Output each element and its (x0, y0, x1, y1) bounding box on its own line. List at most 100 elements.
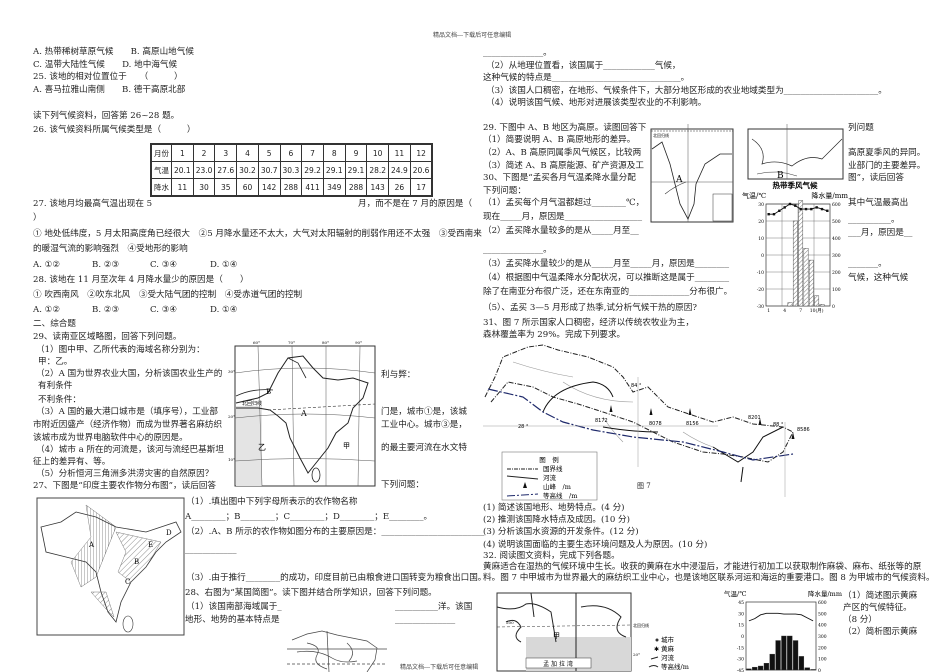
lon-label: 90° (355, 340, 362, 345)
peak-icon (688, 408, 692, 415)
q27-items-1: ① 地处低纬度，5 月太阳高度角已经很大 ②5 月降水量还不太大，大气对太阳辐射… (33, 229, 482, 239)
q29-line: （4）城市 a 所在的河流是，该河与流经巴基斯坦 (36, 445, 224, 455)
table-cell: 4 (236, 143, 259, 162)
table-cell: 11 (171, 178, 194, 197)
precip-bar (775, 640, 781, 671)
q25-options: A. 喜马拉雅山南侧 B. 德干高原北部 (33, 85, 186, 95)
table-cell: 29.1 (344, 161, 368, 179)
table-cell: 28.2 (366, 161, 390, 179)
contour-label: 200 (506, 620, 514, 625)
lon-label: 84 ° (631, 383, 642, 389)
r-q29-right: 其中气温最高出 (848, 198, 909, 208)
q29-line: （1）图中甲、乙所代表的海域名称分别为： (36, 345, 205, 355)
precip-bar (810, 669, 816, 671)
table-cell: 20.1 (171, 161, 194, 179)
row-label: 降水 (150, 178, 172, 197)
q32-right: 产区的气候特征。 (843, 603, 912, 613)
row-label: 气温 (150, 161, 172, 179)
plot-frame (745, 601, 817, 671)
precip-bar (798, 656, 805, 671)
lon-label: 80° (322, 340, 329, 345)
precip-bar (803, 247, 809, 307)
r-q29-right: __________。 (848, 215, 900, 225)
r-q29-right: 气候，这种气候 (848, 273, 909, 283)
q27b-line: ____________ (185, 545, 237, 555)
precip-bar (798, 200, 804, 307)
table-cell: 24.9 (388, 161, 411, 179)
precip-bar (769, 653, 775, 671)
q29-line: （5）分析恒河三角洲多洪涝灾害的自然原因？ (36, 469, 214, 479)
map-label-a: A (300, 409, 307, 418)
x-tick: 4 (783, 308, 786, 314)
temperature-point (794, 204, 797, 207)
row-label: 月份 (150, 143, 172, 162)
y-right-tick: 600 (818, 600, 827, 606)
temperature-point (783, 206, 786, 209)
river-icon (650, 656, 659, 660)
precip-bar (781, 635, 787, 671)
y-right-tick: 0 (832, 304, 835, 310)
q28b-cont-line: （3）该国人口稠密，在地形、气候条件下，大部分地区形成的农业地域类型为_____… (486, 86, 887, 96)
q30-line: （3）孟买降水量较少的是从_____月至_____月，原因是________ (483, 259, 730, 269)
legend-title: 图 例 (539, 455, 559, 464)
peak-elevation: 8201 (748, 415, 761, 421)
table-cell: 2 (192, 143, 216, 162)
q27-option-c: C. ③④ (150, 260, 178, 270)
precip-bar (763, 662, 770, 671)
y-right-label: 降水量/mm (811, 191, 848, 200)
table-cell: 20.6 (409, 161, 433, 179)
q29-line: 甲：乙。 (38, 357, 73, 367)
q27b-line: A________；B________；C________；D________；… (185, 512, 433, 522)
x-tick: 7 (799, 308, 802, 314)
table-cell: 29.1 (322, 161, 346, 179)
q32-text: 黄麻适合在湿热的气候环境中生长。收获的黄麻在水中浸湿后，才能进行初加工以获取制作… (483, 562, 922, 572)
jute-region-map: 北回归线 20° 200 甲 孟 加 拉 湾 城市 ✱ 黄麻 河流 等高线/m (496, 592, 689, 672)
table-cell: 27.6 (214, 161, 238, 179)
q28-items: ① 吹西南风 ②吹东北风 ③受大陆气团的控制 ④受赤道气团的控制 (33, 290, 303, 300)
y-right-tick: 500 (832, 219, 841, 225)
q27b-line: （3）.由于推行________的成功，印度目前已由粮食进口国转变为粮食出口国。 (186, 573, 487, 583)
q27b-line: （1）.填出图中下列字母所表示的农作物名称 (186, 497, 358, 507)
table-cell: 411 (301, 178, 324, 197)
lat-label: 28 ° (518, 424, 529, 430)
plateau-b-map: B (747, 124, 844, 180)
legend-contour: 等高线/m (661, 662, 689, 671)
peak-elevation: 8172 (595, 418, 608, 424)
q28b-cont-line: ______________。 (483, 48, 552, 58)
y-left-tick: -45 (737, 668, 744, 672)
precip-bar (787, 302, 793, 307)
crop-label-e: E (148, 541, 153, 549)
temperature-point (815, 206, 818, 209)
q28-option-a: A. ①② (33, 305, 61, 315)
q27-stem: 27. 该地月均最高气温出现在 5 (33, 199, 153, 209)
temperature-point (810, 207, 813, 211)
city-icon (655, 638, 659, 642)
q27b-stem: 27、下图是“印度主要农作物分布图”，读后回答 (33, 481, 217, 491)
temperature-point (804, 207, 808, 211)
legend-contour: 等高线 /m (543, 491, 577, 500)
peak-elevation: 8586 (797, 427, 810, 433)
crop-label-c: C (125, 578, 130, 586)
precip-bar (792, 220, 798, 307)
peak-icon (791, 432, 795, 439)
r-q29-right: 业部门的主要差异。 (848, 161, 926, 171)
y-left-tick: -30 (737, 657, 744, 663)
precip-bar (787, 635, 793, 671)
q30-line: 现在_____月，原因是__________________ (483, 212, 642, 222)
q31-item: (3) 分析该国水资源的开发条件。(12 分) (483, 527, 639, 537)
r-q29-line: 29. 下图中 A、B 地区为高原。读图回答下 (483, 123, 647, 133)
q28b-right: __________洋。该国 (395, 602, 473, 612)
legend-city: 城市 (661, 635, 675, 644)
precip-bar (814, 295, 820, 307)
peak-elevation: 8156 (686, 421, 699, 427)
q32-right: （8 分） (843, 615, 877, 625)
precip-bar (804, 667, 810, 671)
y-right-tick: 300 (832, 253, 841, 259)
table-cell: 11 (388, 143, 411, 162)
page-header: 精品文档---下载后可任意编辑 (433, 32, 512, 39)
q29-line: （3）A 国的最大港口城市是（填序号），工业部 (36, 407, 218, 417)
q28b-cont-line: （4）说明该国气候、地形对进展该类型农业的不利影响。 (486, 98, 707, 108)
